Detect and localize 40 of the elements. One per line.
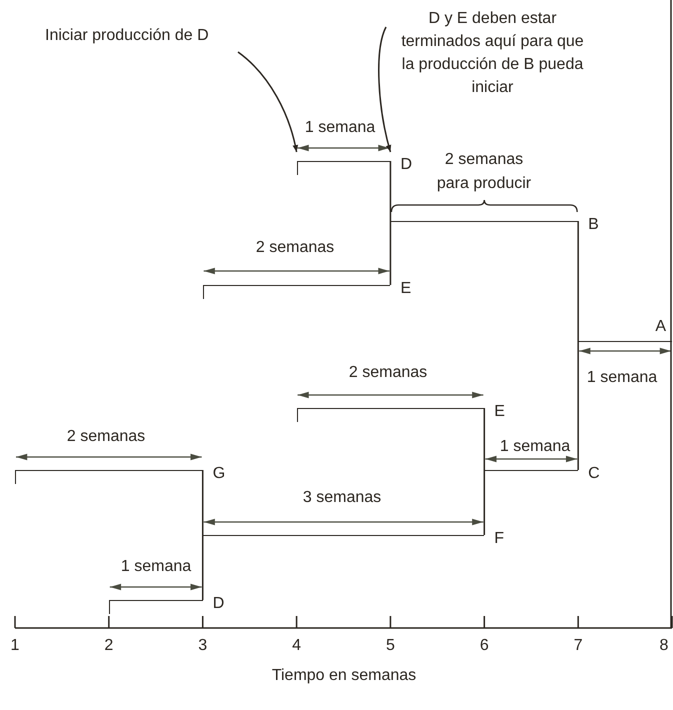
duration-label: 2 semanas — [348, 363, 428, 383]
connector-line — [577, 221, 579, 341]
leader-arrow — [378, 26, 392, 152]
annotation-text: D y E deben estar terminados aquí para que la producción de B pueda iniciar — [400, 7, 585, 99]
axis-tick-label: 2 — [104, 636, 114, 656]
axis-title: Tiempo en semanas — [272, 666, 416, 686]
leader-arrow — [238, 51, 298, 152]
axis-tick-label: 6 — [480, 636, 489, 656]
task-letter: E — [494, 402, 505, 422]
duration-label: 2 semanas para producir — [436, 150, 532, 194]
task-letter: B — [588, 215, 599, 235]
axis-tick-label: 7 — [574, 636, 583, 656]
duration-label: 2 semanas — [256, 238, 334, 258]
task-letter: D — [400, 155, 412, 175]
duration-label: 1 semana — [500, 437, 570, 457]
connector-line — [577, 341, 579, 470]
connector-line — [484, 470, 486, 535]
connector-line — [202, 535, 204, 600]
task-letter: C — [588, 464, 600, 484]
task-letter: A — [655, 317, 666, 337]
duration-label: 1 semana — [304, 118, 376, 138]
duration-label: 2 semanas — [66, 427, 146, 447]
connector-line — [484, 408, 486, 470]
axis-tick-label: 3 — [198, 636, 208, 656]
axis-tick-label: 4 — [292, 636, 302, 656]
task-letter: E — [400, 279, 412, 299]
task-letter: F — [494, 529, 504, 549]
annotation-text: Iniciar producción de D — [45, 24, 265, 47]
duration-label: 1 semana — [586, 368, 658, 388]
connector-line — [390, 221, 392, 285]
axis-tick-label: 5 — [386, 636, 395, 656]
task-bar — [578, 317, 672, 343]
connector-line — [390, 161, 392, 221]
task-letter: D — [212, 594, 224, 614]
axis-tick-label: 1 — [10, 636, 20, 656]
duration-label: 1 semana — [120, 557, 192, 577]
duration-label: 3 semanas — [302, 488, 382, 508]
task-letter: G — [212, 464, 226, 484]
connector-line — [202, 470, 204, 535]
axis-tick-label: 8 — [660, 636, 668, 656]
